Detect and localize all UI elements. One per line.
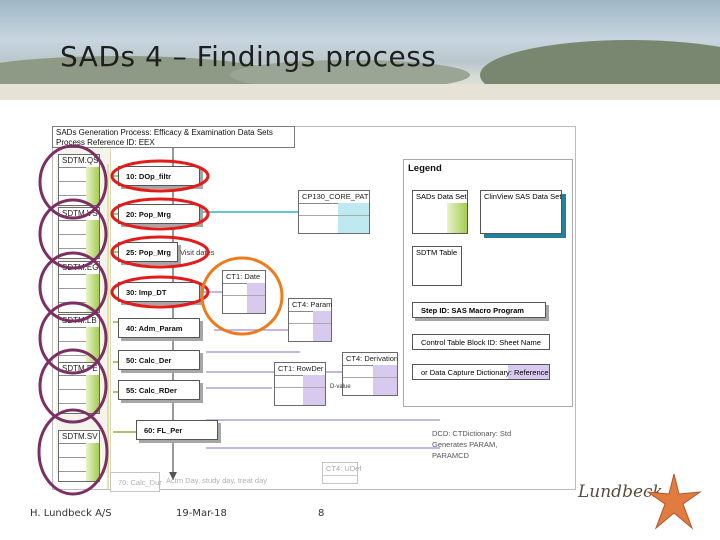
ct4-param: CT4: Param	[288, 298, 332, 342]
purple-highlight-circle	[38, 198, 108, 270]
ct-label: CT1: RowDer	[275, 363, 325, 376]
title-banner-photo	[0, 0, 720, 100]
purple-highlight-circle	[38, 144, 108, 220]
ct-lavender-band	[312, 311, 331, 341]
ct-label: CT4: UDef	[323, 463, 361, 476]
sdtm-label: SDTM.PE	[59, 363, 99, 376]
sdtm-qs-dataset: SDTM.QS	[58, 154, 100, 206]
red-highlight-circle	[110, 235, 210, 269]
ct-lavender-band	[303, 375, 325, 405]
step-50-calc-der: 50: Calc_Der	[118, 350, 200, 370]
footer-company: H. Lundbeck A/S	[30, 508, 112, 519]
dcd-note: DCD: CTDictionary: Std Generates PARAM, …	[432, 428, 522, 468]
step-60-fl-per: 60: FL_Per	[136, 420, 218, 440]
ct4-derivation: CT4: Derivation	[342, 352, 398, 396]
step-30-imp-dt: 30: Imp_DT	[118, 282, 200, 302]
ct-label: CP130_CORE_PAT	[299, 191, 369, 204]
ct-label: CT4: Param	[289, 299, 332, 312]
sds-green-band	[86, 274, 99, 312]
process-header-box: SADs Generation Process: Efficacy & Exam…	[52, 126, 295, 148]
purple-highlight-circle	[38, 348, 108, 424]
dcd-line1: DCD: CTDictionary: Std	[432, 429, 512, 438]
ct-row-line	[223, 295, 265, 296]
step-55-calc-rder: 55: Calc_RDer	[118, 380, 200, 400]
ct4-udef: CT4: UDef	[322, 462, 361, 484]
ct-lavender-band	[373, 365, 397, 395]
legend-control-table: Control Table Block ID: Sheet Name	[412, 334, 550, 350]
visit-dates-note: Visit dates	[180, 248, 215, 257]
slide-title: SADs 4 – Findings process	[60, 40, 437, 73]
ct-row-line	[289, 323, 331, 324]
flow-arrowhead	[169, 472, 177, 480]
sds-row	[59, 376, 99, 390]
ct-label: CT1: Date	[223, 271, 265, 284]
step-40-adm-param: 40: Adm_Param	[118, 318, 200, 338]
purple-highlight-circle	[38, 251, 108, 323]
legend-sdtm-label: SDTM Table	[416, 248, 458, 257]
purple-highlight-circle	[37, 408, 109, 496]
ct-lavender-band	[246, 283, 265, 313]
legend-clinview: ClinView SAS Data Set	[480, 190, 562, 234]
sds-row	[59, 342, 99, 356]
footer-date: 19-Mar-18	[176, 508, 227, 519]
step-20-pop-mrg: 20: Pop_Mrg	[118, 204, 200, 224]
legend-clinview-label: ClinView SAS Data Set	[484, 192, 562, 201]
sds-row	[59, 182, 99, 196]
legend-step-macro: Step ID: SAS Macro Program	[412, 302, 546, 318]
sds-row	[59, 275, 99, 289]
legend-dcd-ref: or Data Capture Dictionary: Reference	[412, 364, 550, 380]
sds-row	[59, 328, 99, 342]
sds-green-band	[86, 220, 99, 258]
sdtm-to-step-lines	[113, 175, 140, 433]
starfish-logo-icon	[646, 473, 702, 530]
step-25-pop-mrg: 25: Pop_Mrg	[118, 242, 178, 262]
sds-row	[59, 458, 99, 472]
ct-row-line	[275, 387, 325, 388]
legend-green-band	[447, 203, 467, 233]
day-calc-note: Actm Day, study day, treat day	[166, 476, 268, 485]
red-highlight-circle	[110, 197, 210, 231]
red-highlight-circle	[110, 275, 210, 309]
ct-cyan-band	[338, 203, 369, 233]
sds-green-band	[86, 443, 99, 481]
sdtm-label: SDTM.VS	[59, 208, 99, 221]
lundbeck-logo-text: Lundbeck	[578, 482, 663, 502]
step-10-dop-filtr: 10: DOp_filtr	[118, 166, 200, 186]
legend-title: Legend	[408, 163, 442, 174]
sds-row	[59, 221, 99, 235]
ct-label: CT4: Derivation	[343, 353, 398, 366]
ct1-rowder: CT1: RowDer	[274, 362, 326, 406]
sds-row	[59, 444, 99, 458]
banner-sand	[0, 84, 720, 100]
ct-row-line	[299, 215, 369, 216]
sds-row	[59, 235, 99, 249]
process-header-line2: Process Reference ID: EEX	[56, 138, 155, 147]
ct-core-pat: CP130_CORE_PAT	[298, 190, 370, 234]
sds-row	[59, 390, 99, 404]
dcd-line2: Generates PARAM,	[432, 440, 498, 449]
dcd-line3: PARAMCD	[432, 451, 469, 460]
sdtm-label: SDTM.QS	[59, 155, 99, 168]
footer-page-number: 8	[318, 508, 325, 519]
ct-row-line	[343, 377, 397, 378]
legend-sdtm-table: SDTM Table	[412, 246, 462, 286]
legend-sads-label: SADs Data Set	[416, 192, 467, 201]
ct1-date: CT1: Date	[222, 270, 266, 314]
sds-green-band	[86, 375, 99, 413]
process-header-line1: SADs Generation Process: Efficacy & Exam…	[56, 128, 273, 137]
purple-highlight-circle	[38, 301, 108, 375]
sdtm-label: SDTM.SV	[59, 431, 99, 444]
sdtm-vs-dataset: SDTM.VS	[58, 207, 100, 259]
step-70-calc-dur: 70: Calc_Dur	[110, 472, 162, 492]
derivation-small-note: D-value	[330, 384, 351, 390]
orange-highlight-circle	[200, 256, 284, 336]
legend-sads-data-set: SADs Data Set	[412, 190, 468, 234]
sds-green-band	[86, 167, 99, 205]
red-highlight-circle	[110, 159, 210, 193]
sdtm-sv-dataset: SDTM.SV	[58, 430, 100, 482]
sds-row	[59, 168, 99, 182]
